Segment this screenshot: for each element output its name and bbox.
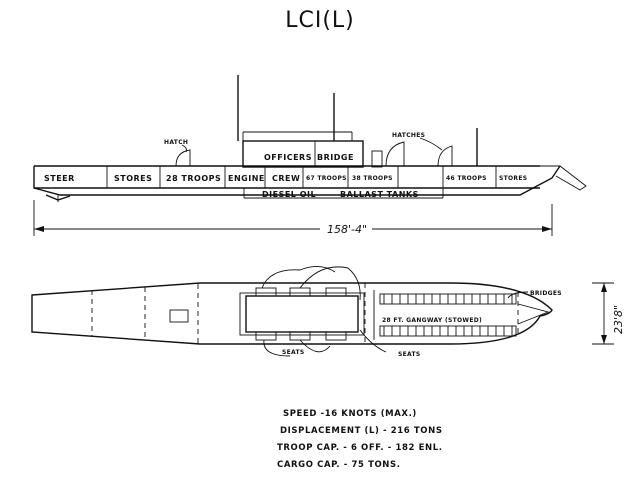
label-troops-67: 67 TROOPS (306, 175, 347, 182)
seat (289, 331, 311, 341)
label-bridges: BRIDGES (530, 290, 562, 297)
spec-speed: SPEED -16 KNOTS (MAX.) (283, 409, 417, 419)
plan-hatch (169, 309, 189, 323)
label-seats-right: SEATS (398, 351, 421, 358)
label-gangway: 28 FT. GANGWAY (STOWED) (382, 317, 482, 324)
hull-outline (33, 165, 561, 196)
seat (255, 287, 277, 297)
spec-cargo-capacity: CARGO CAP. - 75 TONS. (277, 460, 401, 470)
label-diesel-oil: DIESEL OIL (262, 190, 316, 199)
fwd-hatch-2 (437, 145, 453, 167)
label-hatch: HATCH (164, 139, 188, 146)
label-crew: CREW (272, 174, 300, 183)
seat (325, 331, 347, 341)
seat (289, 287, 311, 297)
label-ballast-tanks: BALLAST TANKS (340, 190, 419, 199)
beam-dimension: 23'8" (612, 305, 625, 334)
label-seats-left: SEATS (282, 349, 305, 356)
length-dimension: 158'-4" (327, 223, 367, 236)
seat (255, 331, 277, 341)
specifications: SPEED -16 KNOTS (MAX.) DISPLACEMENT (L) … (277, 409, 443, 470)
label-stores-aft: STORES (114, 174, 152, 183)
aft-hatch (175, 149, 191, 167)
label-steer: STEER (44, 174, 75, 183)
seat (325, 287, 347, 297)
bow-ramp (540, 165, 587, 191)
label-troops-46: 46 TROOPS (446, 175, 487, 182)
diagram-title: LCI(L) (285, 8, 355, 33)
label-hatches: HATCHES (392, 132, 425, 139)
label-officers: OFFICERS (264, 153, 312, 162)
spec-troop-capacity: TROOP CAP. - 6 OFF. - 182 ENL. (277, 443, 443, 453)
label-engine: ENGINE (228, 174, 265, 183)
label-stores-fwd: STORES (499, 175, 527, 182)
fwd-hatch-1 (385, 141, 405, 167)
label-bridge: BRIDGE (317, 153, 354, 162)
side-profile: STEER STORES 28 TROOPS ENGINE CREW 67 TR… (33, 75, 587, 236)
label-troops-38: 38 TROOPS (352, 175, 393, 182)
spec-displacement: DISPLACEMENT (L) - 216 TONS (280, 426, 443, 436)
plan-deckhouse (245, 295, 359, 333)
plan-hull (31, 282, 553, 345)
plan-view: SEATS SEATS 28 FT. GANGWAY (STOWED) BRID… (31, 266, 625, 358)
label-troops-28: 28 TROOPS (166, 174, 221, 183)
